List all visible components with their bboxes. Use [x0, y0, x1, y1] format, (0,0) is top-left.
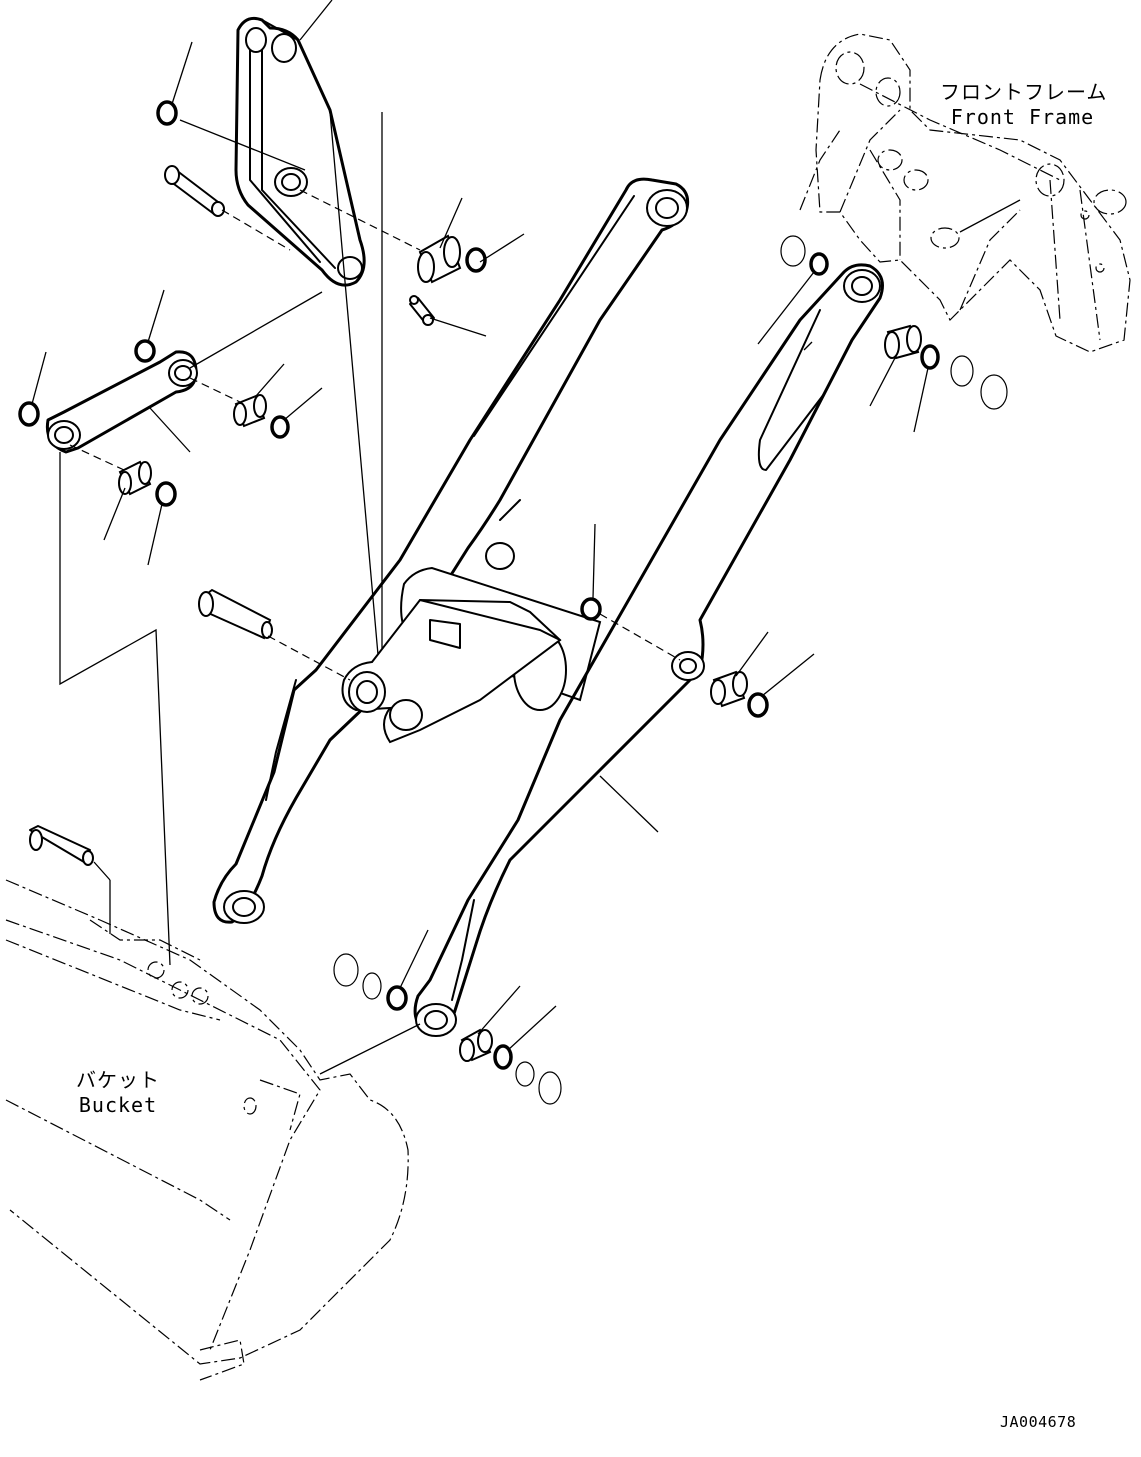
leader-line — [255, 363, 285, 397]
leader-line — [439, 197, 463, 249]
o-ring — [156, 100, 178, 126]
o-ring — [465, 247, 487, 273]
o-ring — [580, 597, 602, 621]
front-frame — [799, 33, 1131, 353]
bucket-label-jp: バケット — [76, 1068, 160, 1092]
leader-line — [319, 1023, 421, 1075]
leader-line — [179, 119, 306, 171]
leader-line — [477, 985, 521, 1035]
front-frame-label-en: Front Frame — [950, 105, 1095, 129]
assembly-outline — [329, 111, 383, 701]
o-ring — [155, 481, 177, 507]
shim — [950, 355, 974, 387]
drawing-id: JA004678 — [1000, 1413, 1077, 1431]
axis-line — [69, 444, 125, 471]
o-ring — [920, 344, 940, 370]
leader-line — [147, 289, 165, 343]
leader-line — [913, 367, 929, 433]
leader-line — [299, 0, 333, 41]
o-ring — [493, 1044, 513, 1070]
assembly-outline — [59, 452, 171, 966]
shim — [515, 1061, 535, 1087]
leader-line — [399, 929, 429, 989]
o-ring — [134, 339, 156, 363]
tilt-link — [45, 350, 198, 454]
bellcrank — [234, 16, 366, 287]
leader-line — [599, 775, 659, 833]
o-ring — [386, 985, 408, 1011]
bushing — [233, 394, 267, 428]
lift-arm-right — [413, 263, 884, 1037]
bushing — [710, 670, 748, 708]
shim — [980, 374, 1008, 410]
cross-pin — [198, 588, 273, 640]
axis-line — [221, 209, 291, 251]
shim — [538, 1071, 562, 1105]
leader-line — [149, 407, 191, 453]
bucket — [5, 825, 409, 1381]
leader-line — [761, 653, 815, 697]
o-ring — [18, 401, 40, 427]
shim — [333, 953, 359, 987]
bushing — [459, 1028, 493, 1062]
leader-line — [283, 387, 323, 421]
leader-line — [959, 199, 1021, 233]
axis-line — [189, 377, 241, 403]
axis-line — [299, 189, 421, 251]
leader-line — [735, 631, 769, 677]
leader-line — [592, 523, 596, 599]
shim — [362, 972, 382, 1000]
leader-line — [103, 487, 126, 541]
bellcrank-pin — [164, 165, 225, 217]
o-ring — [747, 692, 769, 718]
grease-fitting — [409, 295, 435, 326]
leader-line — [171, 41, 193, 105]
leader-line — [429, 317, 487, 337]
o-ring — [809, 252, 829, 276]
lift-arm-left — [212, 177, 690, 924]
leader-line — [507, 1005, 557, 1051]
leader-line — [147, 503, 163, 566]
front-frame-label-jp: フロントフレーム — [940, 80, 1108, 104]
axis-line — [267, 635, 351, 681]
leader-line — [93, 861, 111, 881]
leader-line — [803, 341, 813, 351]
bushing — [884, 324, 922, 360]
bushing — [118, 460, 152, 496]
leader-line — [189, 291, 323, 369]
bucket-label-en: Bucket — [78, 1093, 158, 1117]
o-ring — [270, 415, 290, 439]
shim — [780, 235, 806, 267]
leader-line — [869, 355, 897, 407]
leader-line — [757, 271, 815, 345]
leader-line — [31, 351, 47, 405]
axis-line — [599, 613, 681, 661]
leader-line — [479, 233, 525, 263]
bushing — [417, 234, 462, 284]
cross-tube — [341, 566, 602, 744]
